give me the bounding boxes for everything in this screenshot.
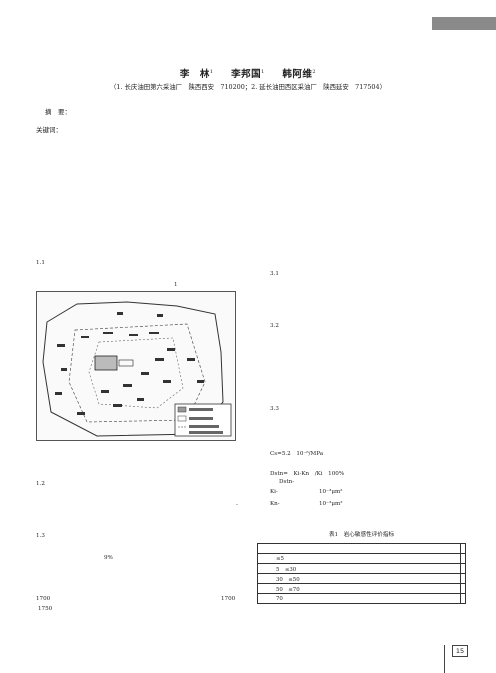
section-3-2: 3.2 — [270, 323, 279, 329]
header-decor-bar — [432, 17, 496, 30]
table-row: ≤5 — [256, 553, 466, 564]
kn-definition: Kn- — [270, 501, 280, 507]
table-row: 70 — [256, 593, 466, 604]
section-1-1: 1.1 — [36, 260, 45, 266]
sensitivity-formula: Dstn= Ki-Kn /Ki 100% — [270, 471, 345, 477]
footer-rule — [444, 645, 445, 673]
affiliation: （1. 长庆油田第六采油厂 陕西西安 710200；2. 延长油田西区采油厂 陕… — [110, 83, 386, 91]
kn-unit: 10⁻³μm² — [319, 501, 343, 507]
compressibility-formula: Cs=5.2 10⁻⁶/MPa — [270, 451, 324, 457]
table-title: 表1 岩心敏感性评价指标 — [328, 532, 395, 538]
table-row: 50 ≤70 — [256, 583, 466, 594]
author-3: 韩阿维2 — [282, 68, 317, 80]
author-1: 李 林1 — [179, 68, 214, 80]
depth-1700-right: 1700 — [221, 596, 236, 602]
section-1-2: 1.2 — [36, 481, 45, 487]
section-3-1: 3.1 — [270, 271, 279, 277]
figure-number: 1 — [174, 282, 178, 288]
section-3-3: 3.3 — [270, 406, 279, 412]
oilfield-map-figure — [36, 291, 236, 441]
map-drawing — [42, 301, 232, 437]
table-row — [256, 543, 466, 554]
section-1-3: 1.3 — [36, 533, 45, 539]
author-2: 李邦国1 — [231, 68, 265, 80]
ki-unit: 10⁻³μm² — [319, 489, 343, 495]
percent-value: 9% — [104, 555, 113, 561]
abstract-label: 摘 要： — [45, 108, 71, 116]
sensitivity-table: ≤5 5 ≤30 30 ≤50 50 ≤70 70 — [256, 543, 466, 604]
author-list: 李 林1 李邦国1 韩阿维2 — [0, 66, 496, 80]
dash-mark: - — [236, 502, 238, 508]
page-number: 15 — [452, 645, 468, 657]
table-row: 30 ≤50 — [256, 573, 466, 584]
depth-1750: 1750 — [38, 606, 53, 612]
depth-1700-left: 1700 — [36, 596, 51, 602]
keywords-label: 关键词： — [36, 126, 62, 134]
table-row: 5 ≤30 — [256, 563, 466, 574]
dstn-definition: Dstn- — [279, 479, 295, 485]
ki-definition: Ki- — [270, 489, 278, 495]
